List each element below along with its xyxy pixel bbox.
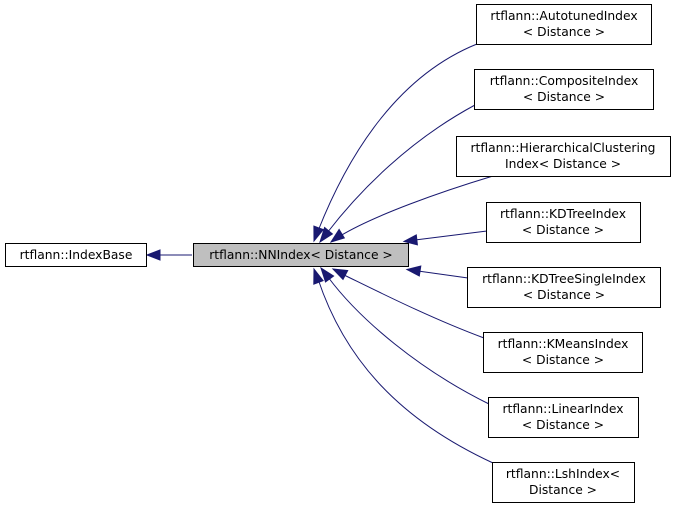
- arrow-kdtree-single: [405, 265, 422, 277]
- class-node-kdtree[interactable]: rtflann::KDTreeIndex < Distance >: [486, 202, 641, 243]
- arrow-hierarchical: [329, 228, 346, 243]
- arrow-lsh: [313, 267, 324, 285]
- class-node-hierarchical[interactable]: rtflann::HierarchicalClustering Index< D…: [456, 136, 671, 177]
- class-node-kdtree-single[interactable]: rtflann::KDTreeSingleIndex < Distance >: [467, 267, 661, 308]
- edge-kdtree: [414, 230, 488, 241]
- edge-lsh: [317, 278, 494, 464]
- edge-autotuned: [317, 43, 478, 232]
- class-label: rtflann::IndexBase: [20, 248, 133, 262]
- class-label: < Distance >: [522, 223, 604, 237]
- class-label: Index< Distance >: [505, 157, 621, 171]
- class-label: < Distance >: [523, 288, 605, 302]
- class-node-autotuned[interactable]: rtflann::AutotunedIndex < Distance >: [476, 4, 652, 45]
- arrow-kdtree: [402, 234, 418, 246]
- class-label: < Distance >: [523, 25, 605, 39]
- class-label: rtflann::LinearIndex: [502, 402, 623, 416]
- class-label: rtflann::KDTreeSingleIndex: [482, 272, 646, 286]
- class-label: rtflann::AutotunedIndex: [490, 9, 637, 23]
- arrow-composite: [319, 226, 334, 244]
- edge-kdtree-single: [417, 270, 469, 279]
- edges: [145, 43, 494, 464]
- class-label: rtflann::KMeansIndex: [498, 337, 629, 351]
- arrow-kmeans: [331, 268, 349, 281]
- class-label: rtflann::KDTreeIndex: [500, 207, 626, 221]
- arrow-indexbase: [145, 249, 161, 261]
- class-node-kmeans[interactable]: rtflann::KMeansIndex < Distance >: [483, 332, 643, 373]
- class-node-linear[interactable]: rtflann::LinearIndex < Distance >: [488, 397, 639, 438]
- class-node-composite[interactable]: rtflann::CompositeIndex < Distance >: [474, 69, 654, 110]
- edge-linear: [327, 276, 490, 405]
- class-label: Distance >: [529, 483, 597, 497]
- edge-kmeans: [341, 273, 485, 339]
- class-label: < Distance >: [523, 90, 605, 104]
- edge-composite: [326, 104, 476, 234]
- class-label: < Distance >: [522, 353, 604, 367]
- class-label: rtflann::CompositeIndex: [490, 74, 639, 88]
- arrow-linear: [320, 266, 335, 283]
- class-label: rtflann::HierarchicalClustering: [471, 141, 656, 155]
- class-node-lsh[interactable]: rtflann::LshIndex< Distance >: [492, 462, 635, 503]
- class-node-indexbase[interactable]: rtflann::IndexBase: [5, 243, 147, 267]
- arrow-autotuned: [313, 225, 325, 243]
- class-label: rtflann::NNIndex< Distance >: [209, 248, 392, 262]
- class-node-nnindex[interactable]: rtflann::NNIndex< Distance >: [193, 243, 409, 267]
- class-label: < Distance >: [522, 418, 604, 432]
- edge-hierarchical: [339, 175, 494, 237]
- class-label: rtflann::LshIndex<: [506, 467, 620, 481]
